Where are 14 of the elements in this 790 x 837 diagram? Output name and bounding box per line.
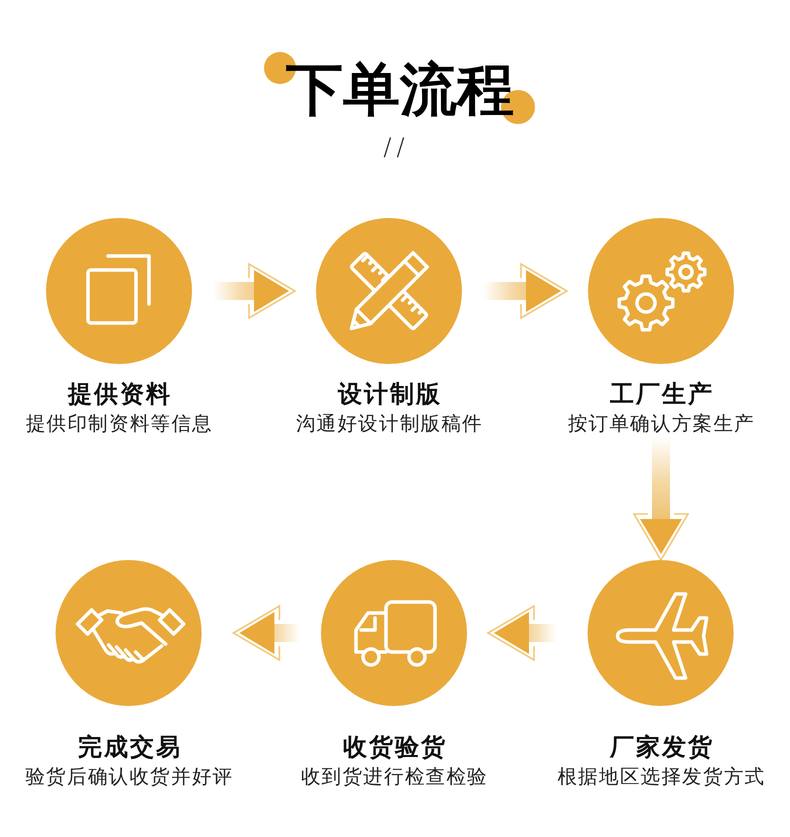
step-description: 收到货进行检查检验 (300, 764, 488, 790)
step-description: 提供印制资料等信息 (25, 411, 213, 437)
step-title: 设计制版 (336, 379, 442, 409)
divider-mark: // (382, 133, 410, 161)
step-title: 完成交易 (77, 732, 182, 762)
step-title: 提供资料 (66, 379, 172, 409)
page-title: 下单流程 (286, 58, 514, 122)
step-title: 收货验货 (342, 732, 447, 762)
step-description: 验货后确认收货并好评 (24, 764, 234, 790)
step-description: 按订单确认方案生产 (567, 411, 755, 437)
step-title: 厂家发货 (608, 732, 714, 762)
step-description: 根据地区选择发货方式 (556, 764, 766, 790)
step-description: 沟通好设计制版稿件 (295, 411, 483, 437)
step-title: 工厂生产 (609, 379, 714, 409)
